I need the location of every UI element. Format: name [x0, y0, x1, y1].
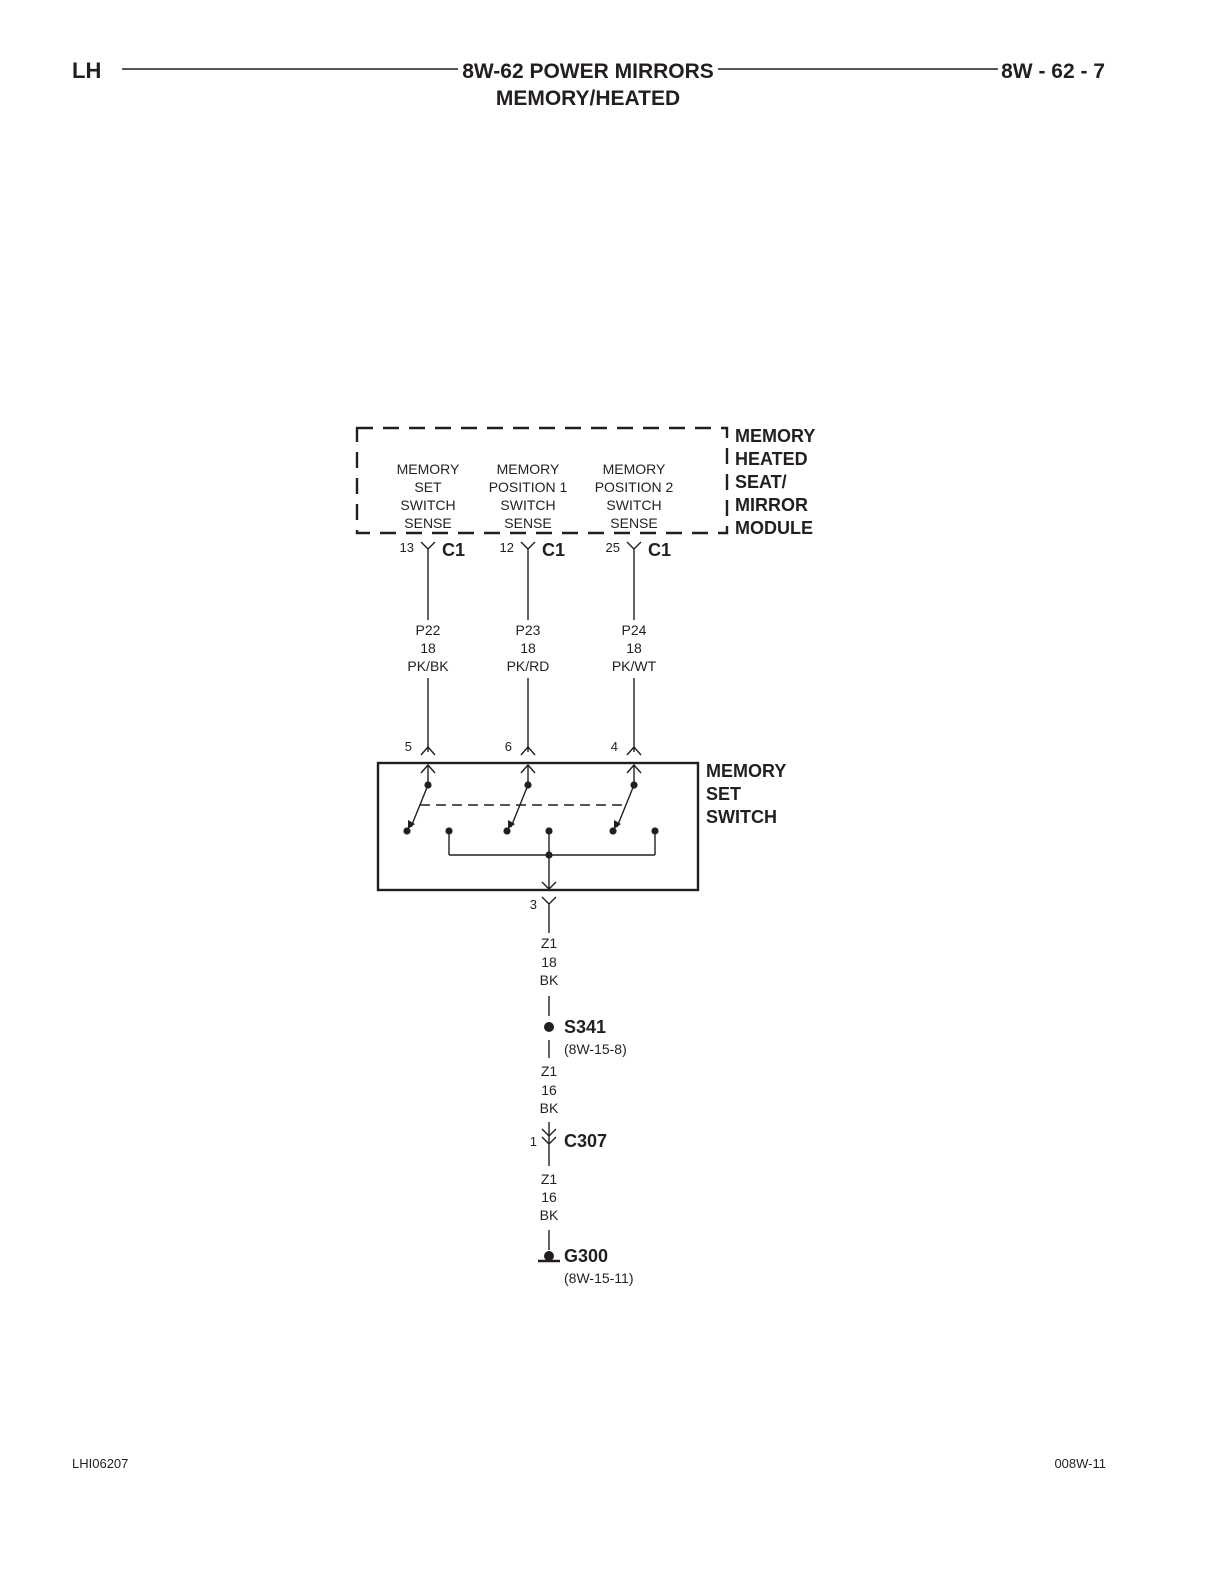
wire-circuit-p24: P24 [622, 622, 647, 638]
wire-gauge-z1-a: 18 [541, 954, 557, 970]
blade-arrow-icon [408, 820, 415, 829]
wire-color-p24: PK/WT [612, 658, 657, 674]
wire-circuit-z1-b: Z1 [541, 1063, 558, 1079]
circuit-memory-set: MEMORY SET SWITCH SENSE 13 C1 P22 18 PK/… [397, 461, 465, 756]
splice-dot [544, 1022, 554, 1032]
connector-male-icon [626, 745, 642, 756]
module-name-3: SEAT/ [735, 472, 787, 492]
sense-label-3b: POSITION 2 [595, 479, 674, 495]
switch-outline [376, 761, 700, 892]
switch-contact [503, 827, 511, 835]
wire-circuit-z1-a: Z1 [541, 935, 558, 951]
connector-male-icon [541, 1128, 557, 1137]
sense-label-2a: MEMORY [497, 461, 560, 477]
sense-label-1c: SWITCH [400, 497, 455, 513]
sense-label-1b: SET [414, 479, 442, 495]
wire-color-z1-c: BK [540, 1207, 559, 1223]
memory-module: MEMORY HEATED SEAT/ MIRROR MODULE [355, 426, 815, 538]
connector-male-icon [420, 745, 436, 756]
ground-dot [544, 1251, 554, 1261]
module-name-4: MIRROR [735, 495, 808, 515]
module-outline [355, 426, 729, 535]
connector-female-icon [520, 541, 536, 550]
connector-c1-label: C1 [442, 540, 465, 560]
switch-pin-3: 3 [530, 897, 537, 912]
header-left: LH [72, 58, 101, 83]
module-pin-12: 12 [500, 540, 514, 555]
memory-set-switch: MEMORY SET SWITCH [376, 761, 786, 892]
module-name-1: MEMORY [735, 426, 815, 446]
blade-arrow-icon [614, 820, 621, 829]
splice-name: S341 [564, 1017, 606, 1037]
ground-name: G300 [564, 1246, 608, 1266]
wire-circuit-p23: P23 [516, 622, 541, 638]
footer-right: 008W-11 [1054, 1456, 1106, 1471]
page-title: 8W-62 POWER MIRRORS [462, 60, 714, 83]
ground-path: 3 Z1 18 BK S341 (8W-15-8) Z1 16 BK 1 C30… [530, 896, 634, 1286]
connector-male-icon [520, 745, 536, 756]
wire-color-z1-a: BK [540, 972, 559, 988]
connector-female-icon [541, 896, 557, 905]
wire-color-z1-b: BK [540, 1100, 559, 1116]
page-header: LH 8W-62 POWER MIRRORS MEMORY/HEATED 8W … [72, 58, 1105, 110]
c307-name: C307 [564, 1131, 607, 1151]
blade-arrow-icon [508, 820, 515, 829]
switch-pin-6: 6 [505, 739, 512, 754]
module-pin-13: 13 [400, 540, 414, 555]
wire-gauge-z1-b: 16 [541, 1082, 557, 1098]
wire-color-p23: PK/RD [507, 658, 550, 674]
module-name-5: MODULE [735, 518, 813, 538]
switch-blade-3 [616, 784, 635, 828]
wire-gauge-z1-c: 16 [541, 1189, 557, 1205]
connector-c1-label: C1 [648, 540, 671, 560]
circuit-memory-position-1: MEMORY POSITION 1 SWITCH SENSE 12 C1 P23… [489, 461, 568, 756]
c307-pin: 1 [530, 1134, 537, 1149]
arrow-down-icon [541, 881, 557, 890]
connector-female-icon [626, 541, 642, 550]
wire-circuit-z1-c: Z1 [541, 1171, 558, 1187]
page-number: 8W - 62 - 7 [1001, 60, 1105, 83]
switch-blade-1 [410, 784, 429, 828]
connector-female-icon [420, 541, 436, 550]
sense-label-3a: MEMORY [603, 461, 666, 477]
wire-gauge-p23: 18 [520, 640, 536, 656]
wire-color-p22: PK/BK [407, 658, 449, 674]
connector-c1-label: C1 [542, 540, 565, 560]
switch-contact [609, 827, 617, 835]
switch-blade-2 [510, 784, 529, 828]
wire-gauge-p22: 18 [420, 640, 436, 656]
circuit-memory-position-2: MEMORY POSITION 2 SWITCH SENSE 25 C1 P24… [595, 461, 674, 756]
wire-circuit-p22: P22 [416, 622, 441, 638]
module-pin-25: 25 [606, 540, 620, 555]
switch-name-2: SET [706, 784, 741, 804]
footer-left: LHI06207 [72, 1456, 128, 1471]
sense-label-2d: SENSE [504, 515, 551, 531]
sense-label-2b: POSITION 1 [489, 479, 568, 495]
sense-label-1a: MEMORY [397, 461, 460, 477]
switch-pin-4: 4 [611, 739, 618, 754]
sense-label-3d: SENSE [610, 515, 657, 531]
switch-name-3: SWITCH [706, 807, 777, 827]
switch-contact [403, 827, 411, 835]
sense-label-3c: SWITCH [606, 497, 661, 513]
switch-pin-5: 5 [405, 739, 412, 754]
sense-label-2c: SWITCH [500, 497, 555, 513]
ground-ref: (8W-15-11) [564, 1270, 634, 1286]
switch-name-1: MEMORY [706, 761, 786, 781]
module-name-2: HEATED [735, 449, 808, 469]
wire-gauge-p24: 18 [626, 640, 642, 656]
sense-label-1d: SENSE [404, 515, 451, 531]
splice-ref: (8W-15-8) [564, 1041, 627, 1057]
page-subtitle: MEMORY/HEATED [496, 87, 680, 110]
